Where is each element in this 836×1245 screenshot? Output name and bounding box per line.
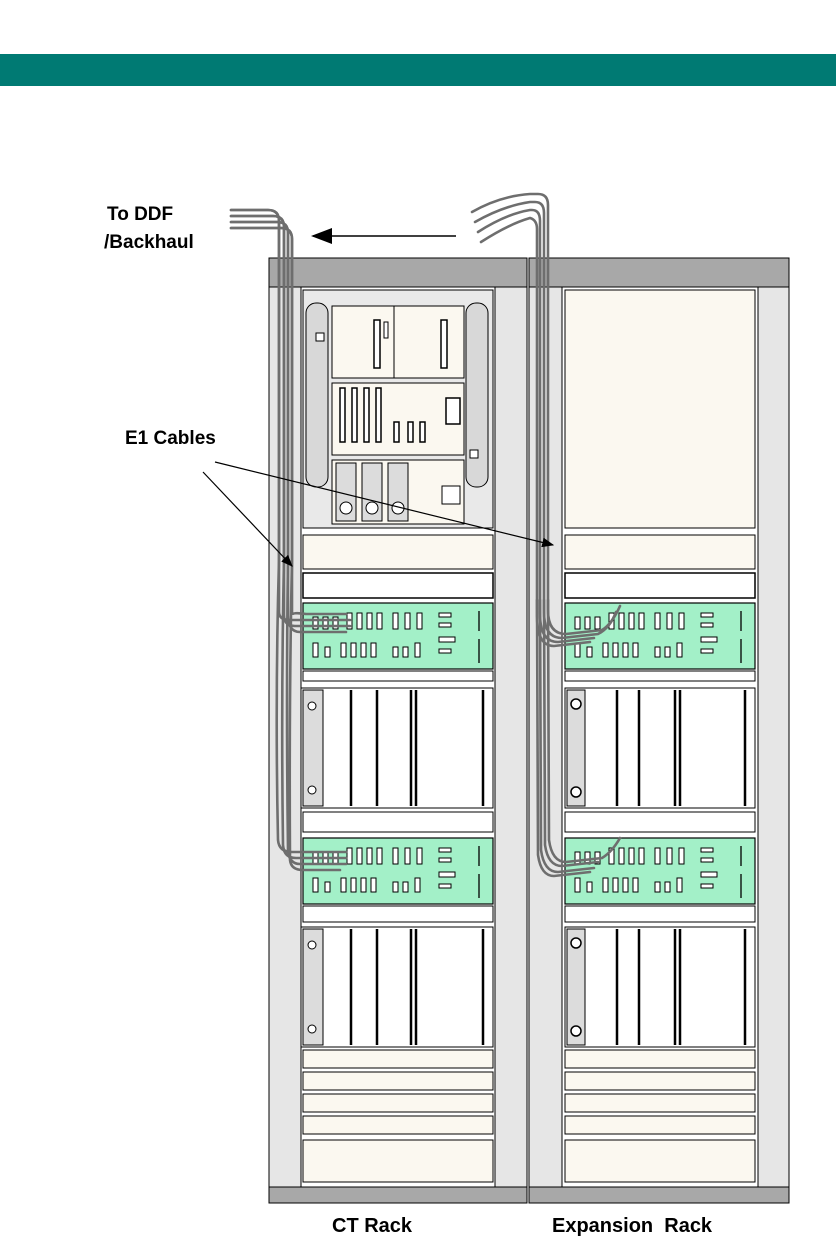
exp-blank-large-panel	[565, 290, 755, 528]
exp-interface-module-1	[565, 603, 755, 669]
exp-shelf	[565, 573, 755, 598]
expansion-rack	[529, 258, 789, 1203]
ct-rack-top-cap	[269, 258, 527, 287]
ct-spacer	[303, 671, 493, 681]
ct-shelf	[303, 573, 493, 598]
ct-spacer	[303, 812, 493, 832]
expansion-rack-top-cap	[529, 258, 789, 287]
backhaul-label: /Backhaul	[104, 232, 194, 253]
exp-chassis-2	[565, 927, 755, 1047]
expansion-rack-label: Expansion Rack	[552, 1215, 713, 1237]
ct-rack-label: CT Rack	[332, 1215, 413, 1237]
exp-blank-panel	[565, 535, 755, 569]
ct-spacer	[303, 906, 493, 922]
ct-chassis-1	[301, 688, 493, 808]
ct-rack	[269, 258, 527, 1203]
ct-chassis-2	[301, 927, 493, 1047]
ct-rack-bottom-cap	[269, 1187, 527, 1203]
ct-blank-panel	[303, 535, 493, 569]
expansion-rack-bottom-cap	[529, 1187, 789, 1203]
exp-interface-module-2	[565, 838, 755, 904]
ct-base-station-unit	[303, 290, 493, 528]
e1-cables-label: E1 Cables	[125, 428, 216, 449]
backhaul-arrowhead	[311, 228, 332, 244]
exp-spacer	[565, 812, 755, 832]
exp-chassis-1	[565, 688, 755, 808]
exp-spacer	[565, 671, 755, 681]
to-ddf-label: To DDF	[107, 204, 173, 225]
exp-spacer	[565, 906, 755, 922]
